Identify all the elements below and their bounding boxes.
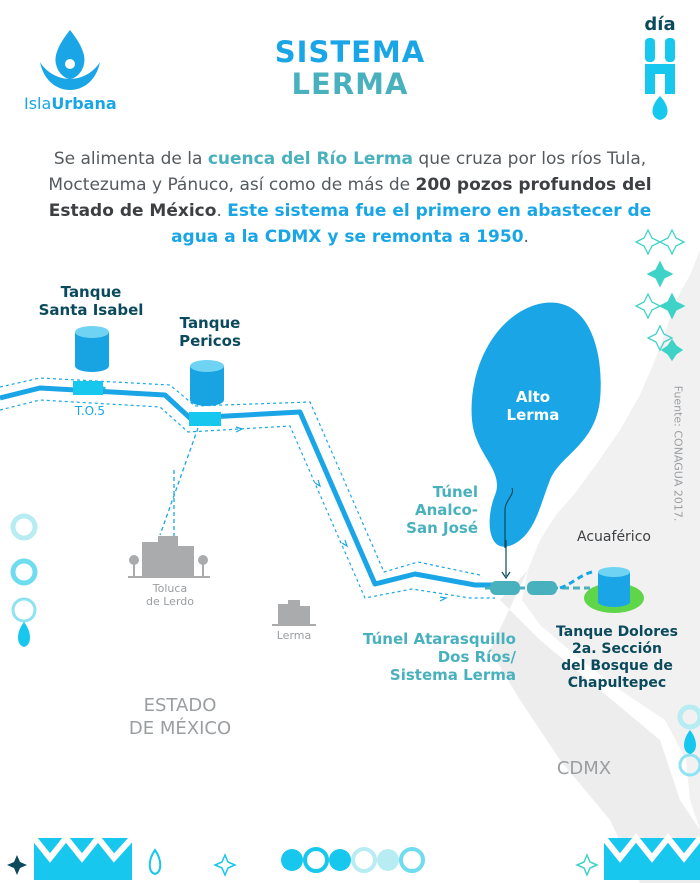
lerma-buildings-icon	[272, 600, 316, 626]
intro-bold-pozos: 200 pozos profundos del Estado de México	[48, 175, 652, 221]
label-line: Túnel	[432, 483, 478, 501]
title-line2: LERMA	[291, 67, 409, 101]
label-line: Sistema Lerma	[389, 666, 516, 684]
label-line: Alto	[515, 388, 551, 406]
label-line: Chapultepec	[567, 675, 667, 691]
label-line: Tanque	[179, 314, 241, 332]
logo-prefix: Isla	[24, 94, 52, 113]
label-line: Tanque Dolores	[556, 624, 678, 640]
label-tanque-pericos: Tanque Pericos	[160, 314, 260, 350]
label-line: Dos Ríos/	[437, 648, 516, 666]
left-drops-icon	[10, 513, 38, 647]
tank-santa-isabel-icon	[75, 326, 109, 372]
sparkles-icon	[634, 228, 686, 362]
label-acuaferico: Acuaférico	[577, 529, 651, 545]
label-line: Pericos	[179, 332, 241, 350]
label-alto-lerma: Alto Lerma	[493, 388, 573, 424]
logo-suffix: Urbana	[51, 94, 117, 113]
bottom-pattern-icon	[7, 833, 700, 880]
intro-highlight-cdmx: Este sistema fue el primero en abastecer…	[171, 201, 652, 247]
day-badge-text: día	[644, 14, 676, 35]
isla-urbana-logo-text: IslaUrbana	[24, 94, 117, 113]
label-toluca: Toluca de Lerdo	[130, 582, 210, 608]
intro-paragraph: Se alimenta de la cuenca del Río Lerma q…	[40, 146, 660, 250]
label-line: Tanque	[60, 283, 122, 301]
label-line: de Lerdo	[146, 595, 194, 608]
label-lerma-town: Lerma	[276, 629, 312, 642]
label-line: ESTADO	[143, 695, 217, 716]
tank-dolores-icon	[584, 567, 644, 613]
label-line: Analco-	[415, 501, 478, 519]
label-line: San José	[406, 519, 478, 537]
toluca-buildings-icon	[128, 536, 210, 578]
label-line: Santa Isabel	[38, 301, 144, 319]
label-line: del Bosque de	[561, 658, 673, 674]
source-note: Fuente: CONAGUA 2017.	[671, 385, 685, 522]
intro-highlight-cuenca: cuenca del Río Lerma	[207, 149, 413, 169]
intro-p1: Se alimenta de la	[53, 149, 208, 169]
label-cdmx: CDMX	[556, 758, 612, 779]
label-line: Túnel Atarasquillo	[363, 630, 516, 648]
tank-pericos-icon	[190, 360, 224, 406]
label-estado-de-mexico: ESTADO DE MÉXICO	[118, 694, 242, 740]
label-tanque-dolores: Tanque Dolores 2a. Sección del Bosque de…	[549, 624, 685, 692]
intro-p3: .	[216, 201, 228, 221]
title-line1: SISTEMA	[274, 35, 426, 69]
label-tunel-atarasquillo: Túnel Atarasquillo Dos Ríos/ Sistema Ler…	[350, 630, 516, 684]
label-line: 2a. Sección	[572, 641, 662, 657]
label-tanque-santa-isabel: Tanque Santa Isabel	[30, 283, 152, 319]
right-drops-icon	[677, 704, 700, 777]
label-line: DE MÉXICO	[128, 718, 232, 739]
label-tunel-analco: Túnel Analco- San José	[378, 483, 478, 537]
label-line: Lerma	[506, 406, 560, 424]
intro-p4: .	[523, 227, 529, 247]
label-line: Toluca	[152, 582, 188, 595]
intro-p2: que cruza por los ríos Tula, Moctezuma y…	[48, 149, 647, 195]
label-to5: T.O.5	[74, 404, 106, 418]
